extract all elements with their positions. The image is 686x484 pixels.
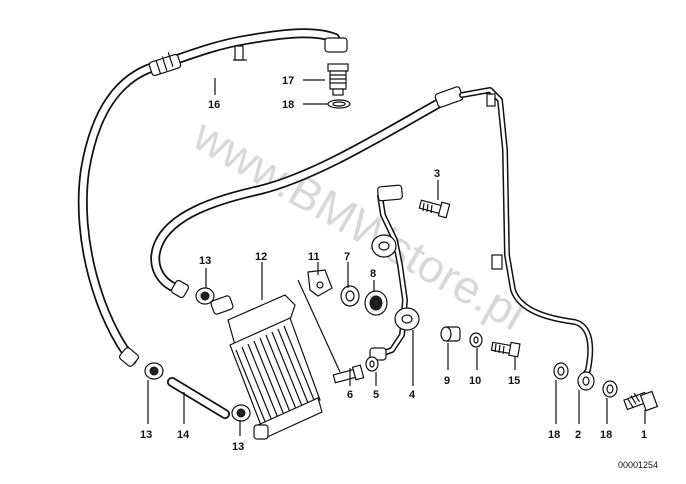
bolt-part-15[interactable] [490, 341, 521, 358]
callout-18-top: 18 [282, 99, 294, 111]
bolt-part-6[interactable] [332, 364, 365, 384]
callout-11: 11 [308, 251, 320, 263]
oil-cooler-part-12[interactable] [210, 279, 341, 440]
callout-6: 6 [347, 389, 353, 401]
washer-part-10[interactable] [469, 332, 483, 348]
callout-17: 17 [282, 75, 294, 87]
callout-12: 12 [255, 251, 267, 263]
sealing-ring-part-18-top[interactable] [327, 99, 351, 109]
hose-clamp-part-13-top[interactable] [195, 287, 215, 305]
callout-16: 16 [208, 99, 220, 111]
callout-18-right: 18 [600, 429, 612, 441]
grommet-part-8[interactable] [364, 290, 388, 316]
callout-10: 10 [469, 375, 481, 387]
bolt-part-3[interactable] [418, 199, 451, 219]
callout-9: 9 [444, 375, 450, 387]
callout-8: 8 [370, 268, 376, 280]
hose-part-14[interactable] [167, 377, 230, 419]
pipe-part-4[interactable] [369, 184, 420, 361]
sealing-ring-part-18-left[interactable] [553, 362, 569, 380]
sealing-ring-part-18-right[interactable] [602, 380, 618, 398]
callout-13-left: 13 [140, 429, 152, 441]
fitting-part-17[interactable] [327, 63, 349, 96]
callout-labels: 16 17 18 3 13 12 11 7 8 6 5 4 9 10 15 13… [140, 75, 647, 453]
grommet-part-7[interactable] [340, 285, 360, 307]
pipe-part-2[interactable] [150, 86, 595, 391]
callout-15: 15 [508, 375, 520, 387]
callout-4: 4 [409, 389, 416, 401]
hose-clamp-part-13-bottom[interactable] [231, 404, 251, 422]
callout-2: 2 [575, 429, 581, 441]
callout-18-left: 18 [548, 429, 560, 441]
banjo-bolt-part-1[interactable] [623, 390, 659, 412]
callout-3: 3 [434, 168, 440, 180]
callout-7: 7 [344, 251, 350, 263]
callout-5: 5 [373, 389, 379, 401]
reference-number: 00001254 [618, 460, 658, 470]
leader-lines [147, 78, 646, 436]
callout-14: 14 [177, 429, 190, 441]
callout-13-bottom: 13 [232, 441, 244, 453]
callout-13-top: 13 [199, 255, 211, 267]
hose-clamp-part-13-left[interactable] [144, 362, 164, 380]
bracket-part-11[interactable] [307, 269, 333, 297]
hose-part-16[interactable] [77, 28, 348, 367]
spacer-part-9[interactable] [440, 326, 461, 342]
washer-part-5[interactable] [365, 356, 379, 372]
callout-1: 1 [641, 429, 647, 441]
